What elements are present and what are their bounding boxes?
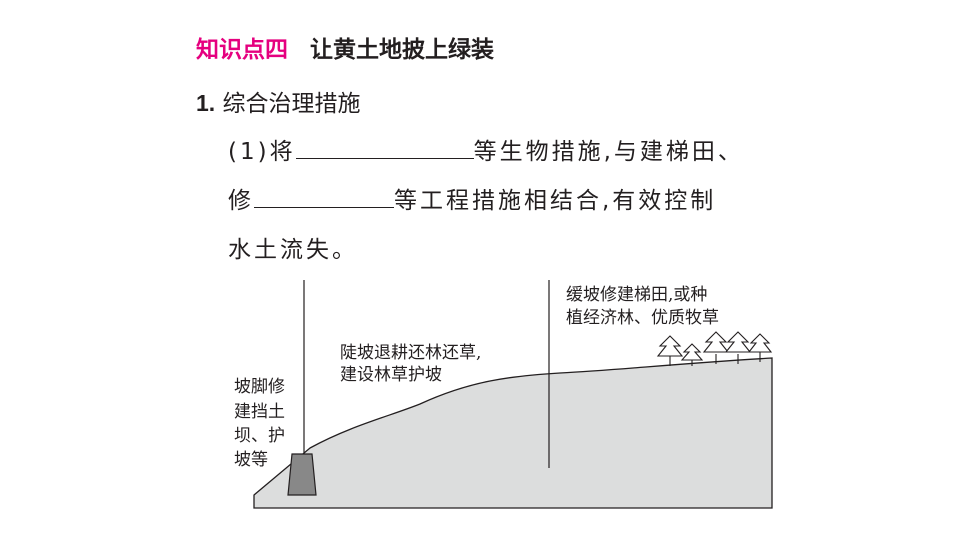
paragraph-line-2: 修 等工程措施相结合,有效控制 — [228, 181, 716, 215]
section-tag: 知识点四 — [196, 37, 288, 63]
tree-group — [656, 331, 773, 366]
label-dam-line-4: 坡等 — [234, 450, 268, 470]
label-dam-line-1: 坡脚修 — [234, 377, 285, 397]
label-dam-line-3: 坝、护 — [234, 426, 285, 446]
paragraph-line-2-suffix: 等工程措施相结合,有效控制 — [394, 188, 717, 214]
paragraph-line-3: 水土流失。 — [228, 237, 358, 263]
fill-blank-1[interactable] — [295, 138, 474, 159]
paragraph-line-1-prefix: (1)将 — [228, 139, 296, 165]
slope-diagram: 坡脚修 建挡土 坝、护 坡等 陡坡退耕还林还草, 建设林草护坡 缓坡修建梯田,或… — [234, 280, 773, 509]
tree — [702, 331, 730, 364]
retaining-dam — [287, 453, 317, 496]
tree — [656, 335, 684, 366]
label-steep-line-1: 陡坡退耕还林还草, — [340, 343, 481, 363]
paragraph-line-1: (1)将 等生物措施,与建梯田、 — [228, 132, 744, 166]
label-dam-line-2: 建挡土 — [234, 402, 285, 422]
label-gentle-line-2: 植经济林、优质牧草 — [566, 308, 719, 328]
tree — [680, 343, 704, 366]
section-heading: 知识点四让黄土地披上绿装 — [196, 30, 494, 64]
item-title-text: 综合治理措施 — [222, 91, 361, 117]
paragraph-line-1-suffix: 等生物措施,与建梯田、 — [473, 139, 744, 165]
label-gentle-line-1: 缓坡修建梯田,或种 — [566, 285, 707, 305]
item-number: 1. — [196, 90, 216, 116]
paragraph-line-2-prefix: 修 — [228, 188, 254, 214]
label-steep-line-2: 建设林草护坡 — [340, 365, 442, 385]
item-title: 1. 综合治理措施 — [196, 84, 361, 118]
section-title: 让黄土地披上绿装 — [310, 37, 494, 63]
tree — [724, 331, 752, 364]
tree — [747, 333, 773, 362]
fill-blank-2[interactable] — [254, 187, 394, 208]
terrain-slope — [253, 357, 773, 509]
